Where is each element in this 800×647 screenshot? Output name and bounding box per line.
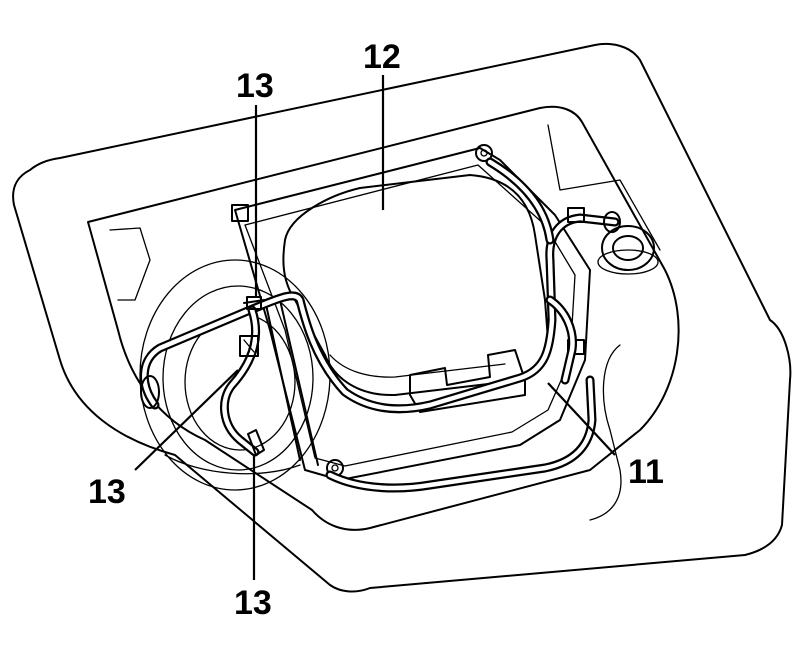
clamp-bottom (247, 429, 265, 456)
leader-13-left (134, 369, 239, 471)
well-ring-mid (162, 285, 314, 471)
leader-11 (547, 382, 616, 456)
recess-wall-right (547, 124, 661, 251)
clamp-right (567, 207, 585, 223)
hose-end-left (140, 375, 160, 409)
hose-assembly (139, 157, 620, 493)
bolt-top-right (475, 144, 493, 162)
tray-inner-lip (589, 344, 622, 521)
boss-inner (612, 235, 644, 261)
callout-12: 12 (363, 38, 401, 76)
canister-frame-inner (244, 164, 576, 467)
clamp-top (243, 296, 265, 310)
boss-outer (601, 225, 655, 271)
bolt-top-right-center (480, 149, 488, 157)
callout-13-bottom: 13 (234, 584, 272, 622)
callout-13-top: 13 (236, 67, 274, 105)
bolt-top-left (231, 204, 249, 222)
well-floor (164, 454, 301, 475)
canister-front-rim (329, 354, 506, 378)
callout-13-left: 13 (88, 473, 126, 511)
clamp-left (239, 335, 259, 357)
boss-ring (597, 249, 659, 275)
tray-outline (12, 42, 792, 593)
bolt-bottom-center (331, 464, 339, 472)
canister-frame (234, 147, 591, 481)
frame-rail-left-2 (279, 299, 319, 466)
recess-wall-left (109, 227, 151, 301)
hose-end-right (603, 211, 621, 233)
frame-rail-left (264, 299, 301, 461)
callout-11: 11 (628, 453, 664, 491)
